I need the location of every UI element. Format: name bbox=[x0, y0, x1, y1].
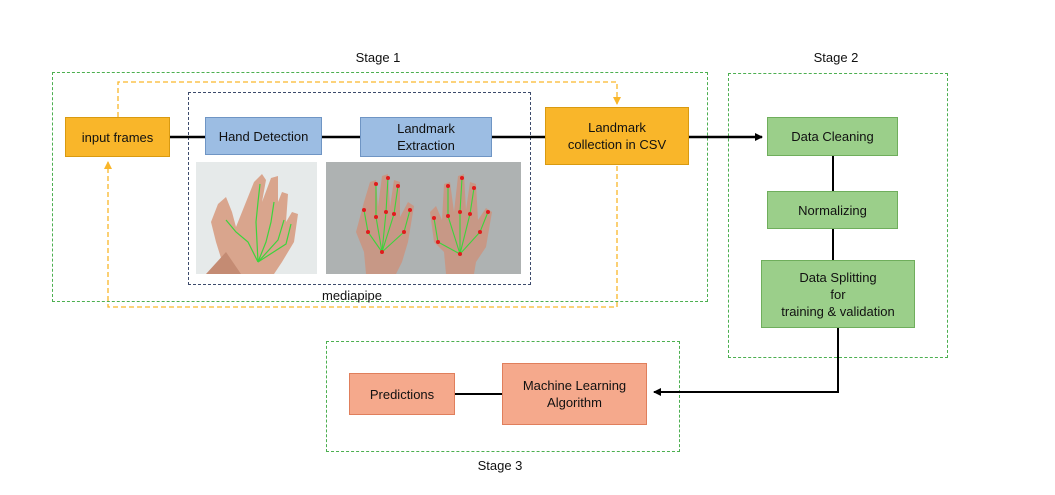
ml-algorithm-node: Machine Learning Algorithm bbox=[502, 363, 647, 425]
stage3-container bbox=[326, 341, 680, 452]
data-splitting-node: Data Splitting for training & validation bbox=[761, 260, 915, 328]
mediapipe-container bbox=[188, 92, 531, 285]
predictions-node: Predictions bbox=[349, 373, 455, 415]
loop-arrow-bottom bbox=[104, 161, 618, 308]
landmark-collection-node: Landmark collection in CSV bbox=[545, 107, 689, 165]
stage1-container bbox=[52, 72, 708, 302]
mediapipe-label: mediapipe bbox=[322, 288, 382, 303]
stage3-label: Stage 3 bbox=[477, 458, 523, 473]
data-cleaning-node: Data Cleaning bbox=[767, 117, 898, 156]
hand-detection-photo bbox=[196, 162, 317, 274]
landmark-extraction-photo bbox=[326, 162, 521, 274]
stage1-label: Stage 1 bbox=[355, 50, 401, 65]
stage2-label: Stage 2 bbox=[813, 50, 859, 65]
landmark-extraction-node: Landmark Extraction bbox=[360, 117, 492, 157]
input-frames-node: input frames bbox=[65, 117, 170, 157]
hand-detection-node: Hand Detection bbox=[205, 117, 322, 155]
edge-splitting-to-ml bbox=[653, 328, 839, 396]
normalizing-node: Normalizing bbox=[767, 191, 898, 229]
loop-arrow-top bbox=[117, 81, 621, 117]
